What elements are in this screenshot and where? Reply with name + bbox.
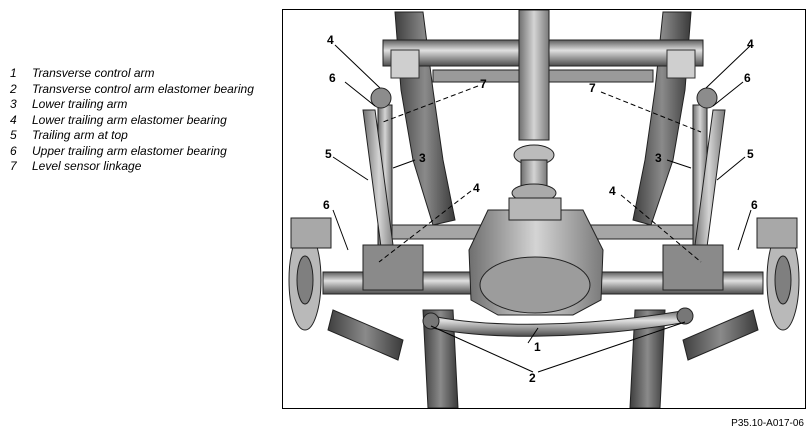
legend-item: 7 Level sensor linkage xyxy=(10,159,272,175)
legend-item: 5 Trailing arm at top xyxy=(10,128,272,144)
legend-item: 3 Lower trailing arm xyxy=(10,97,272,113)
legend-item: 1 Transverse control arm xyxy=(10,66,272,82)
legend-number: 4 xyxy=(10,112,17,127)
legend-label: Upper trailing arm elastomer bearing xyxy=(32,143,227,158)
callout-4-top-left: 4 xyxy=(327,33,334,47)
drive-shaft xyxy=(511,10,557,203)
callouts: 4 4 6 6 7 7 5 5 3 3 4 4 6 6 1 2 xyxy=(323,33,758,385)
legend-item: 4 Lower trailing arm elastomer bearing xyxy=(10,113,272,129)
figure-code: P35.10-A017-06 xyxy=(731,418,804,429)
callout-3-right: 3 xyxy=(655,151,662,165)
legend-number: 2 xyxy=(10,81,17,96)
callout-2: 2 xyxy=(529,371,536,385)
callout-6-low-right: 6 xyxy=(751,198,758,212)
callout-4-mid-right: 4 xyxy=(609,184,616,198)
callout-5-right: 5 xyxy=(747,147,754,161)
legend-label: Transverse control arm elastomer bearing xyxy=(32,81,254,96)
rear-axle-illustration: 4 4 6 6 7 7 5 5 3 3 4 4 6 6 1 2 xyxy=(288,10,800,408)
parts-legend: 1 Transverse control arm 2 Transverse cont… xyxy=(10,66,272,175)
legend-item: 6 Upper trailing arm elastomer bearing xyxy=(10,144,272,160)
callout-3-left: 3 xyxy=(419,151,426,165)
callout-7-left: 7 xyxy=(480,77,487,91)
legend-number: 1 xyxy=(10,66,17,80)
lower-links xyxy=(327,309,759,361)
legend-label: Trailing arm at top xyxy=(32,128,128,142)
transverse-control-arm xyxy=(422,307,694,337)
axle-housing xyxy=(322,197,764,316)
trailing-arms xyxy=(362,87,726,266)
legend-label: Level sensor linkage xyxy=(32,159,142,173)
callout-6-low-left: 6 xyxy=(323,198,330,212)
legend-number: 3 xyxy=(10,97,17,111)
callout-4-top-right: 4 xyxy=(747,37,754,51)
legend-label: Lower trailing arm xyxy=(32,97,128,111)
legend-number: 7 xyxy=(10,159,17,173)
legend-label: Lower trailing arm elastomer bearing xyxy=(32,112,227,127)
legend-number: 6 xyxy=(10,143,17,158)
callout-6-top-right: 6 xyxy=(744,71,751,85)
legend-label: Transverse control arm xyxy=(32,66,155,80)
callout-6-top-left: 6 xyxy=(329,71,336,85)
legend-item: 2 Transverse control arm elastomer bearin… xyxy=(10,82,272,98)
callout-4-mid-left: 4 xyxy=(473,181,480,195)
wheel-hubs xyxy=(288,217,800,331)
leader-lines xyxy=(332,44,752,373)
callout-1: 1 xyxy=(534,340,541,354)
callout-7-right: 7 xyxy=(589,81,596,95)
callout-5-left: 5 xyxy=(325,147,332,161)
legend-number: 5 xyxy=(10,128,17,142)
rear-axle-figure: 4 4 6 6 7 7 5 5 3 3 4 4 6 6 1 2 xyxy=(282,9,806,409)
